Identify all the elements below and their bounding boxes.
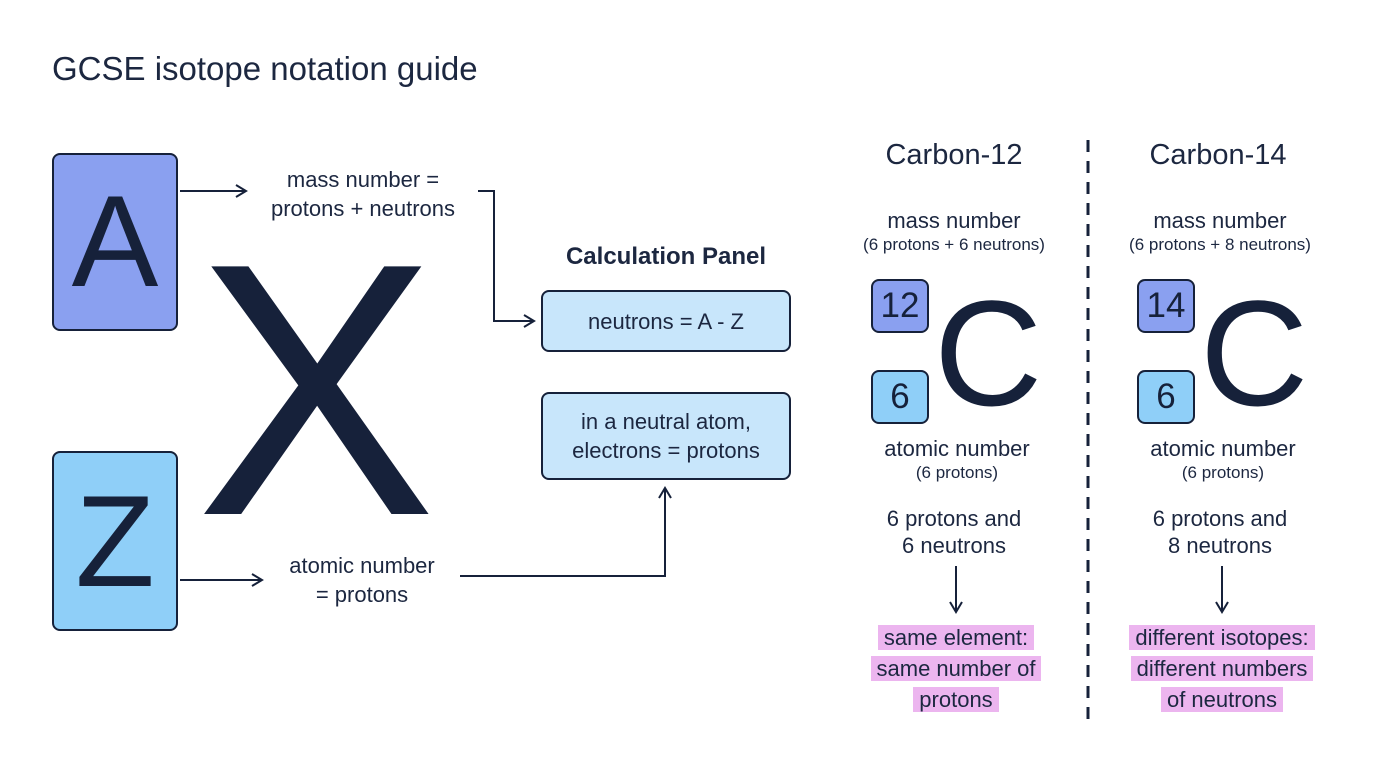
neutrons-formula: neutrons = A - Z [588,308,744,334]
carbon14-atomic-caption: atomic number (6 protons) [1100,436,1346,484]
arrow-mass-to-formula [478,190,536,328]
carbon14-note-line1: different isotopes: [1129,625,1315,650]
carbon14-note-line3: of neutrons [1160,687,1284,712]
carbon14-note-line2: different numbers [1130,656,1314,681]
carbon12-mass-detail: (6 protons + 6 neutrons) [863,235,1045,254]
atomic-number-box [52,451,178,631]
mass-label-line1: mass number = [286,167,440,192]
carbon12-atomic-detail: (6 protons) [915,463,999,482]
carbon14-mass-caption: mass number (6 protons + 8 neutrons) [1094,208,1346,256]
carbon12-mass-heading: mass number [887,208,1021,233]
carbon12-mass-number: 12 [880,286,920,325]
carbon14-mass-detail: (6 protons + 8 neutrons) [1129,235,1311,254]
carbon14-mass-heading: mass number [1153,208,1287,233]
carbon12-note-line3: protons [913,687,999,712]
mass-number-letter: A [71,168,159,314]
carbon12-symbol: C [934,269,1043,437]
carbon12-mass-caption: mass number (6 protons + 6 neutrons) [828,208,1080,256]
neutral-atom-line2: electrons = protons [572,438,760,463]
neutral-atom-box: in a neutral atom, electrons = protons [541,392,791,480]
carbon14-mass-number-box: 14 [1137,279,1195,333]
carbon14-composition: 6 protons and 8 neutrons [1100,505,1340,559]
carbon14-atomic-number-box: 6 [1137,370,1195,424]
carbon12-mass-number-box: 12 [871,279,929,333]
carbon14-composition-line1: 6 protons and [1152,506,1288,531]
carbon14-symbol: C [1200,269,1309,437]
neutral-atom-line1: in a neutral atom, [581,409,751,434]
mass-number-label: mass number = protons + neutrons [248,165,478,223]
arrow-atomic-to-neutral-box [460,486,672,577]
carbon12-atomic-number: 6 [890,377,910,416]
carbon12-composition-line2: 6 neutrons [902,533,1006,558]
carbon12-composition: 6 protons and 6 neutrons [834,505,1074,559]
carbon14-mass-number: 14 [1146,286,1186,325]
atomic-number-letter: Z [75,468,155,614]
carbon12-atomic-number-box: 6 [871,370,929,424]
carbon12-composition-line1: 6 protons and [886,506,1022,531]
carbon14-atomic-heading: atomic number [1150,436,1296,461]
page-title: GCSE isotope notation guide [52,50,478,87]
carbon14-composition-line2: 8 neutrons [1168,533,1272,558]
mass-number-box [52,153,178,331]
carbon14-atomic-number: 6 [1156,377,1176,416]
mass-label-line2: protons + neutrons [270,196,456,221]
carbon14-note: different isotopes: different numbers of… [1100,624,1344,717]
carbon12-atomic-heading: atomic number [884,436,1030,461]
carbon12-atomic-caption: atomic number (6 protons) [834,436,1080,484]
atomic-label-line1: atomic number [289,553,435,578]
carbon14-title: Carbon-14 [1149,139,1287,171]
neutrons-formula-box: neutrons = A - Z [541,290,791,352]
atomic-label-line2: = protons [315,582,409,607]
carbon12-title: Carbon-12 [885,139,1023,171]
element-symbol-letter: X [196,189,437,591]
carbon12-note-line1: same element: [877,625,1035,650]
carbon12-note-line2: same number of [870,656,1042,681]
carbon12-note: same element: same number of protons [836,624,1076,717]
calculation-panel-title: Calculation Panel [565,243,767,270]
atomic-number-label: atomic number = protons [262,551,462,609]
carbon14-atomic-detail: (6 protons) [1181,463,1265,482]
